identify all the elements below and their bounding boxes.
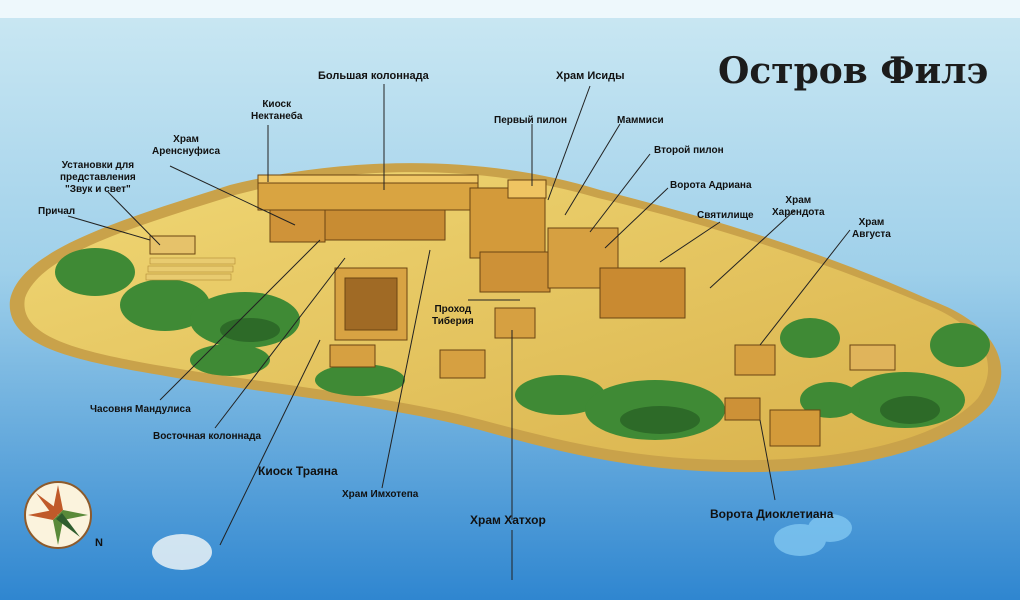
label-mammisi: Маммиси (617, 115, 664, 126)
mammisi (479, 251, 551, 293)
pier (149, 235, 196, 255)
label-hram-harendota: Храм Харендота (772, 195, 825, 218)
augustus-temple (734, 344, 776, 376)
label-hram-arensnufisa: Храм Аренснуфиса (152, 134, 221, 157)
first-pylon (469, 187, 546, 259)
label-vorota-diokletiana: Ворота Диоклетиана (710, 507, 834, 521)
label-bolshaya-kolonnada: Большая колоннада (318, 70, 429, 82)
label-prohod-tiberiya: Проход Тиберия (432, 304, 474, 327)
label-chasovnya-mandulisa: Часовня Мандулиса (90, 404, 191, 415)
compass-rose (24, 481, 92, 549)
diocletian-gate (769, 409, 821, 447)
sound-light-seating (145, 257, 236, 281)
label-ustanovki: Установки для представления "Звук и свет… (60, 160, 136, 195)
label-vostochnaya-kolonnada: Восточная колоннада (153, 431, 262, 442)
vegetation-shade (220, 318, 940, 434)
arensnuphis-temple (269, 209, 326, 243)
label-svyatilishe: Святилище (697, 210, 754, 221)
east-colonnade (324, 209, 446, 241)
label-vtoroi-pilon: Второй пилон (654, 145, 724, 156)
temple-complex (149, 174, 896, 447)
clouds (152, 514, 852, 570)
label-hram-hathor: Храм Хатхор (470, 513, 546, 527)
label-kiosk-trayana: Киоск Траяна (258, 464, 338, 478)
label-hram-imhotepa: Храм Имхотепа (342, 489, 419, 500)
map-title: Остров Филэ (718, 50, 989, 92)
label-prichal: Причал (38, 206, 76, 217)
label-pervyi-pilon: Первый пилон (494, 115, 568, 126)
label-hram-avgusta: Храм Августа (852, 217, 891, 240)
hathor-temple (494, 307, 536, 339)
label-vorota-adriana: Ворота Адриана (670, 180, 752, 191)
harendotes-temple (849, 344, 896, 371)
great-colonnade (257, 179, 479, 211)
label-kiosk-nektaneba: Киоск Нектанеба (251, 99, 303, 122)
label-hram-isidy: Храм Исиды (556, 70, 625, 82)
compass-north-label: N (95, 537, 103, 549)
leader-lines (67, 84, 851, 580)
top-margin (0, 0, 1020, 18)
isis-sanctuary (599, 267, 686, 319)
